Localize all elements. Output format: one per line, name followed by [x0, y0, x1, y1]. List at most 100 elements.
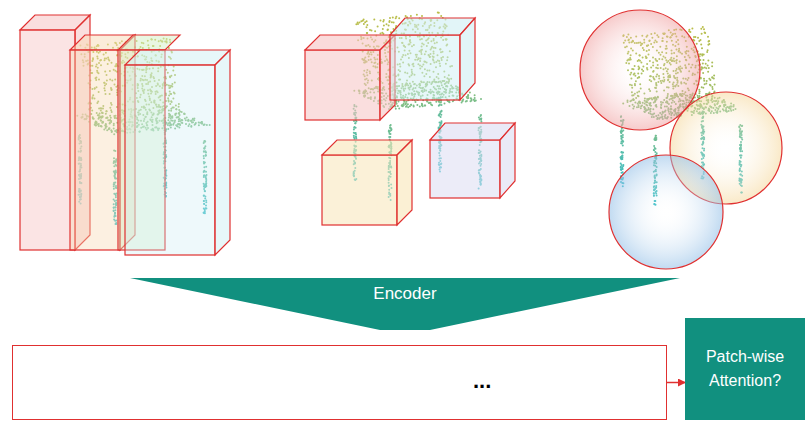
point: [406, 105, 408, 107]
point: [470, 100, 472, 102]
point: [354, 126, 356, 128]
point: [410, 104, 412, 106]
point: [388, 131, 390, 133]
point: [419, 105, 421, 107]
point: [437, 12, 439, 14]
point: [462, 100, 464, 102]
point: [413, 105, 415, 107]
point: [410, 104, 412, 106]
point: [392, 17, 394, 19]
point: [467, 97, 469, 99]
point: [389, 20, 391, 22]
point: [431, 104, 433, 106]
point: [373, 19, 375, 21]
point: [353, 127, 355, 129]
point: [428, 102, 430, 104]
point: [395, 108, 397, 110]
point: [435, 101, 437, 103]
point: [355, 135, 357, 137]
point: [413, 105, 415, 107]
point: [357, 23, 359, 25]
point: [438, 127, 440, 129]
point: [398, 100, 400, 102]
point: [469, 92, 471, 94]
point: [441, 104, 443, 106]
point: [440, 122, 442, 124]
point: [475, 100, 477, 102]
point: [377, 26, 379, 28]
point: [438, 12, 440, 14]
point: [440, 116, 442, 118]
point: [386, 23, 388, 25]
point: [430, 103, 432, 105]
point: [366, 32, 368, 34]
point: [387, 29, 389, 31]
point: [466, 97, 468, 99]
point: [353, 136, 355, 138]
point: [382, 20, 384, 22]
point: [440, 111, 442, 113]
point: [401, 105, 403, 107]
point: [359, 22, 361, 24]
point: [355, 136, 357, 138]
point: [438, 101, 440, 103]
point: [389, 17, 391, 19]
point: [366, 20, 368, 22]
point: [403, 103, 405, 105]
point: [366, 24, 368, 26]
point: [441, 110, 443, 112]
point: [397, 105, 399, 107]
point: [393, 22, 395, 24]
point: [439, 104, 441, 106]
point: [474, 94, 476, 96]
point: [449, 101, 451, 103]
point: [405, 106, 407, 108]
point: [429, 102, 431, 104]
point: [438, 113, 440, 115]
point: [383, 24, 385, 26]
point: [405, 103, 407, 105]
point: [444, 103, 446, 105]
point: [466, 100, 468, 102]
point: [382, 28, 384, 30]
point: [371, 30, 373, 32]
point: [440, 122, 442, 124]
point: [467, 94, 469, 96]
point: [426, 101, 428, 103]
point: [363, 23, 365, 25]
point: [353, 132, 355, 134]
point: [353, 129, 355, 131]
point: [405, 102, 407, 104]
point: [405, 15, 407, 17]
point: [410, 15, 412, 17]
point: [380, 32, 382, 34]
point: [474, 100, 476, 102]
point: [448, 100, 450, 102]
point: [424, 105, 426, 107]
point: [395, 16, 397, 18]
point: [438, 105, 440, 107]
point: [387, 29, 389, 31]
point: [416, 14, 418, 16]
point: [424, 105, 426, 107]
point: [473, 99, 475, 101]
point: [440, 15, 442, 17]
point: [471, 100, 473, 102]
point: [438, 114, 440, 116]
point: [421, 15, 423, 17]
point: [440, 121, 442, 123]
point: [366, 26, 368, 28]
point: [421, 104, 423, 106]
point: [366, 32, 368, 34]
point: [354, 122, 356, 124]
point: [362, 20, 364, 22]
point: [439, 104, 441, 106]
point: [474, 100, 476, 102]
point: [398, 108, 400, 110]
point: [480, 98, 482, 100]
point: [439, 125, 441, 127]
point: [415, 101, 417, 103]
point: [388, 25, 390, 27]
point: [421, 103, 423, 105]
point: [421, 104, 423, 106]
